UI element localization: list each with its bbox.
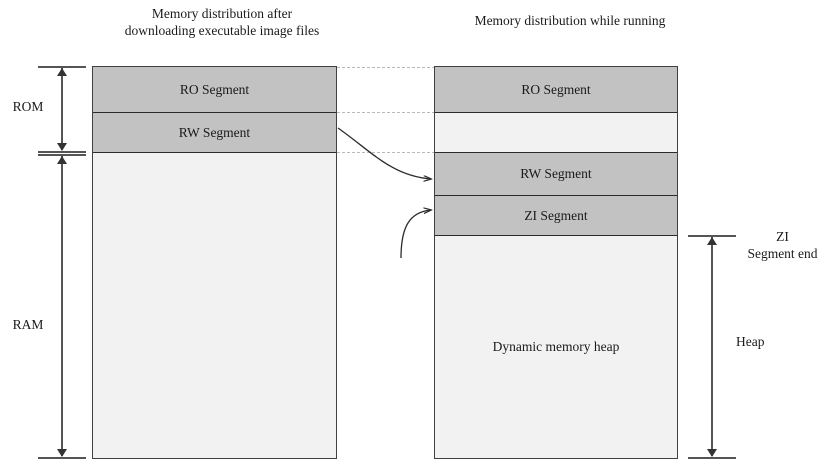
heap-axis: [711, 237, 713, 456]
heap-arrow-up-head: [707, 237, 717, 245]
rom-bottom-rail: [38, 151, 86, 153]
right-segment-rw-label: RW Segment: [520, 166, 592, 181]
rom-label: ROM: [12, 99, 44, 114]
arrow-zi-transfer: [400, 210, 431, 259]
ram-top-rail: [38, 154, 86, 156]
ram-bottom-rail: [38, 457, 86, 459]
right-segment-heap: Dynamic memory heap: [435, 236, 677, 458]
right-segment-ro-label: RO Segment: [521, 81, 591, 97]
right-segment-rw: RW Segment: [435, 153, 677, 196]
zi-end-rail: [688, 235, 736, 237]
left-diagram-title: Memory distribution after downloading ex…: [124, 6, 320, 38]
ram-arrow-down-head: [57, 449, 67, 457]
left-memory-column: RO Segment RW Segment: [92, 66, 337, 459]
left-segment-rw: RW Segment: [93, 113, 336, 153]
guide-line-bottom: [337, 152, 435, 153]
right-segment-ro: RO Segment: [435, 67, 677, 113]
ram-axis: [61, 156, 63, 456]
zi-segment-end-label: ZI Segment end: [747, 229, 818, 261]
right-segment-zi-label: ZI Segment: [524, 207, 588, 223]
guide-line-middle: [337, 112, 435, 113]
rom-axis: [61, 68, 63, 150]
left-segment-free: [93, 153, 336, 458]
right-segment-gap: [435, 113, 677, 153]
right-segment-zi: ZI Segment: [435, 196, 677, 236]
ram-label: RAM: [12, 317, 44, 332]
rom-arrow-up-head: [57, 68, 67, 76]
rom-top-rail: [38, 66, 86, 68]
right-memory-column: RO Segment RW Segment ZI Segment Dynamic…: [434, 66, 678, 459]
left-segment-ro-label: RO Segment: [179, 81, 250, 97]
heap-bottom-rail: [688, 457, 736, 459]
right-segment-heap-label: Dynamic memory heap: [492, 339, 620, 354]
left-segment-ro: RO Segment: [93, 67, 336, 113]
arrow-rw-transfer: [337, 127, 431, 179]
guide-line-top: [337, 67, 435, 68]
rom-arrow-down-head: [57, 143, 67, 151]
heap-arrow-down-head: [707, 449, 717, 457]
ram-arrow-up-head: [57, 156, 67, 164]
heap-label: Heap: [736, 334, 765, 349]
right-diagram-title: Memory distribution while running: [474, 13, 666, 28]
left-segment-rw-label: RW Segment: [178, 124, 251, 140]
